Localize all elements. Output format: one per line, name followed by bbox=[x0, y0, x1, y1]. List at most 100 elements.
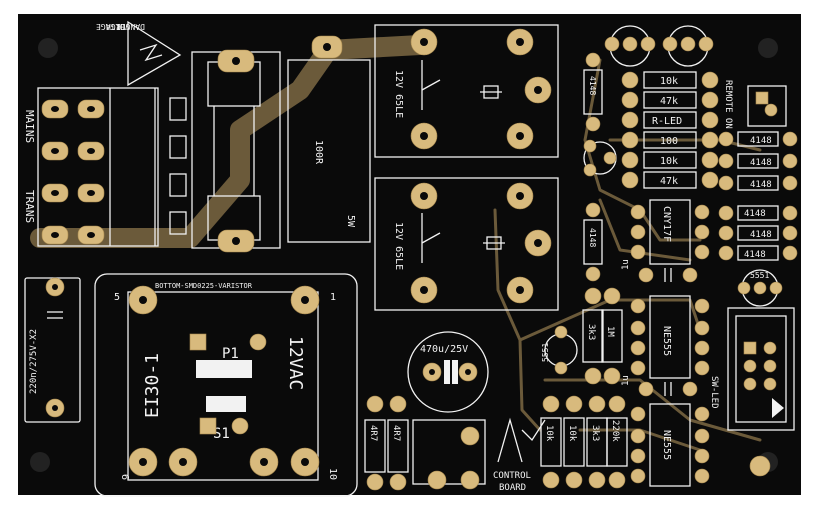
electrolytic-capacitor-label: 470u/25V bbox=[420, 344, 468, 355]
p1-label: P1 bbox=[222, 346, 239, 362]
bridge-pad bbox=[460, 426, 480, 446]
transistor-b-pads bbox=[737, 281, 783, 295]
ne555-b-label: NE555 bbox=[661, 430, 672, 460]
transformer-pin-10: 10 bbox=[327, 468, 338, 480]
transistor-5551-a-label: 5551 bbox=[541, 343, 550, 362]
resistor-1m bbox=[601, 309, 623, 363]
diode-4148-b-label: 4148 bbox=[750, 158, 772, 168]
cap-1u-b-pad bbox=[638, 381, 654, 397]
resistor-10k-a-label: 10k bbox=[660, 76, 678, 87]
diode-stack bbox=[737, 131, 779, 261]
diode-main-pad bbox=[585, 52, 601, 68]
cny17f-ic bbox=[649, 199, 691, 265]
danger-label-1: DANGER bbox=[116, 22, 145, 31]
diode-4148-side bbox=[583, 219, 603, 265]
transistor-top-pads bbox=[583, 36, 714, 177]
resistor-3k3a-label: 3k3 bbox=[586, 324, 596, 340]
control-board-label-1: CONTROL bbox=[493, 471, 531, 481]
resistor-5w-label: 5W bbox=[345, 215, 356, 228]
electrolytic-capacitor-outline bbox=[407, 331, 489, 413]
resistor-4r7-label-b: 4R7 bbox=[391, 425, 401, 441]
control-board-label-2: BOARD bbox=[499, 483, 526, 493]
resistor-3k3b-label: 3k3 bbox=[590, 425, 600, 441]
diode-4148-a-label: 4148 bbox=[750, 136, 772, 146]
ne555-a-label: NE555 bbox=[661, 326, 672, 356]
bridge-rectifier bbox=[412, 419, 486, 485]
primary-winding-mark bbox=[196, 360, 252, 378]
transistor-a-pad bbox=[554, 361, 568, 375]
danger-label-2: HIGH bbox=[106, 22, 125, 31]
terminal-pads bbox=[41, 99, 105, 245]
resistor-4r7-label-a: 4R7 bbox=[368, 425, 378, 441]
resistor-row-bottom-pads bbox=[542, 395, 626, 489]
resistor-column-pads bbox=[621, 71, 719, 189]
remote-on-pad-2 bbox=[764, 103, 778, 117]
cny17f-pads bbox=[630, 204, 710, 260]
relay-1-label: 12V 65LE bbox=[393, 70, 404, 118]
diode-4148-f-label: 4148 bbox=[744, 250, 766, 260]
diode-main-pad bbox=[585, 116, 601, 132]
resistor-47k-b-label: 47k bbox=[660, 176, 678, 187]
ne555-pads bbox=[630, 298, 710, 484]
r4r7-pad bbox=[389, 473, 407, 491]
terminal-block bbox=[37, 87, 187, 247]
diode-4148-side-label: 4148 bbox=[588, 228, 597, 247]
transistor-5551-b-label: 5551 bbox=[750, 271, 769, 280]
danger-label-3: VOLTAGE bbox=[96, 22, 130, 31]
sw-led-label: SW-LED bbox=[709, 376, 719, 409]
cap-1u-b-pad bbox=[682, 381, 698, 397]
diode-side-pad bbox=[585, 266, 601, 282]
transformer-core bbox=[127, 291, 319, 481]
resistor-mid-pads bbox=[584, 287, 621, 385]
vac-label: 12VAC bbox=[285, 336, 306, 390]
cny17f-label: CNY17F bbox=[661, 206, 672, 242]
diode-4148-main bbox=[583, 69, 603, 115]
r4r7-pad bbox=[366, 473, 384, 491]
cap-1u-a-pad bbox=[638, 267, 654, 283]
capacitor-1u-a-label: 1u bbox=[621, 259, 631, 270]
diode-4148-d-label: 4148 bbox=[744, 209, 766, 219]
r4r7-pad bbox=[366, 395, 384, 413]
diode-side-pad bbox=[585, 202, 601, 218]
relay-1 bbox=[374, 24, 559, 158]
remote-on-connector bbox=[747, 85, 787, 127]
diode-4148-main-label: 4148 bbox=[588, 76, 597, 95]
resistor-100r-label: 100R bbox=[313, 140, 324, 165]
bridge-pad bbox=[427, 470, 447, 490]
remote-on-pad-1 bbox=[755, 91, 769, 105]
trans-label: TRANS bbox=[23, 190, 36, 223]
transformer-outline bbox=[94, 273, 358, 497]
capacitor-1u-a bbox=[664, 268, 672, 282]
ne555-ic-a bbox=[649, 295, 691, 379]
diode-4148-c-label: 4148 bbox=[750, 180, 772, 190]
resistor-row-bottom bbox=[540, 417, 628, 467]
transistor-a-pad bbox=[554, 325, 568, 339]
mains-label: MAINS bbox=[23, 110, 36, 143]
transformer-pin-6: 6 bbox=[119, 474, 130, 480]
transformer-pin-1: 1 bbox=[330, 292, 336, 303]
sw-led-pads bbox=[743, 341, 777, 391]
resistor-10k-c-label: 10k bbox=[544, 425, 554, 442]
sw-led-connector bbox=[727, 307, 795, 431]
s1-pad-a bbox=[199, 417, 217, 435]
resistor-rled-label: R-LED bbox=[652, 116, 682, 127]
resistor-47k-a-label: 47k bbox=[660, 96, 678, 107]
board-substrate bbox=[18, 14, 801, 495]
x2-capacitor-outline bbox=[24, 277, 81, 423]
x2-capacitor-label: 220n/275V-X2 bbox=[29, 329, 39, 394]
ei30-label: EI30-1 bbox=[142, 353, 163, 418]
resistor-100-label: 100 bbox=[660, 136, 678, 147]
relay-2 bbox=[374, 177, 559, 311]
cap-1u-a-pad bbox=[682, 267, 698, 283]
relay-2-label: 12V 65LE bbox=[393, 222, 404, 270]
high-voltage-warning-icon bbox=[127, 20, 182, 87]
secondary-winding-mark bbox=[206, 396, 246, 412]
resistor-3k3a bbox=[582, 309, 604, 363]
capacitor-1u-b bbox=[664, 382, 672, 396]
resistor-1m-label: 1M bbox=[605, 326, 615, 337]
remote-on-label: REMOTE ON bbox=[723, 80, 733, 129]
resistor-column bbox=[643, 71, 697, 189]
ne555-ic-b bbox=[649, 403, 691, 487]
diode-stack-pads bbox=[718, 131, 798, 261]
